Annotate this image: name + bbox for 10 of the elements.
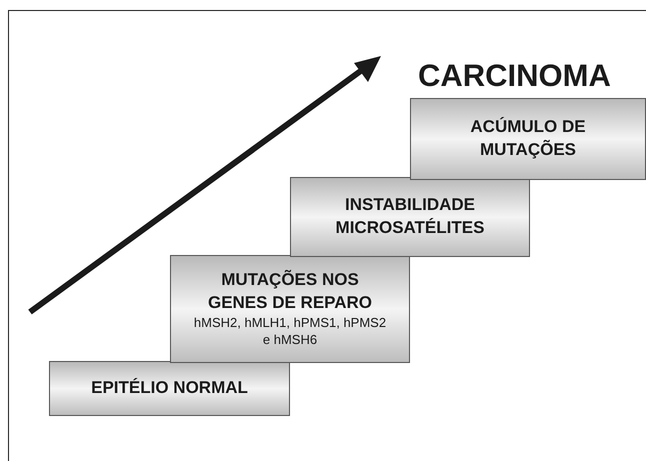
- stage-box: [170, 255, 410, 363]
- stage-box: [49, 361, 290, 416]
- stage-title: MUTAÇÕES NOS GENES DE REPARO: [206, 269, 374, 314]
- stage-title: INSTABILIDADE MICROSATÉLITES: [334, 194, 486, 239]
- stage-title: EPITÉLIO NORMAL: [91, 377, 248, 400]
- gene-list: hMSH2, hMLH1, hPMS1, hPMS2 e hMSH6: [190, 315, 390, 349]
- stage-title: ACÚMULO DE MUTAÇÕES: [469, 116, 587, 161]
- stage-box: [290, 177, 530, 257]
- stage-box: [410, 98, 646, 180]
- stage-heading: CARCINOMA: [418, 58, 611, 94]
